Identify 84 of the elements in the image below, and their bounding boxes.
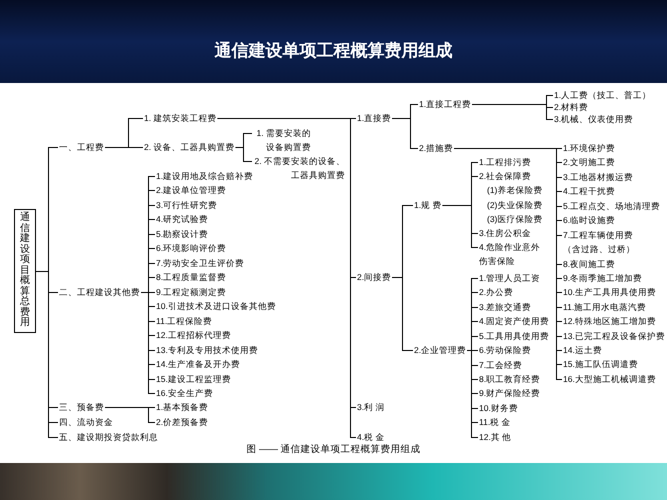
node-label: 2. 不需要安装的设备、工器具购置费	[252, 154, 346, 182]
node-label: 12.工程招标代理费	[155, 330, 232, 340]
node-label: 2.间接费	[356, 272, 392, 282]
node-label: 1.直接费	[356, 112, 392, 124]
node-label: 2.建设单位管理费	[155, 184, 228, 196]
node-label: 14.运土费	[562, 344, 603, 356]
node-label: 16.安全生产费	[155, 388, 214, 398]
node-label: 3.工地器材搬运费	[562, 172, 634, 182]
node-label: 12.其 他	[478, 432, 512, 442]
connector-line	[392, 118, 418, 149]
node-label: 3.机械、仪表使用费	[553, 114, 634, 124]
node-label: 10.引进技术及进口设备其他费	[155, 300, 277, 312]
node-label: 11.工程保险费	[155, 316, 214, 326]
node-label: 2.社会保障费	[478, 170, 532, 182]
node-label: 1.规 费	[413, 200, 442, 210]
node-label: 11.税 金	[478, 416, 512, 428]
node-label: 二、工程建设其他费	[58, 286, 141, 298]
node-label: 1.人工费（技工、普工）	[553, 90, 652, 100]
node-label: 1.工程排污费	[478, 156, 532, 168]
connector-line	[392, 277, 414, 351]
node-label: 6.环境影响评价费	[155, 242, 228, 254]
node-label: 1.建设用地及综合赔补费	[155, 170, 254, 182]
node-label: 7.劳动安全卫生评价费	[155, 258, 246, 268]
node-label: 1.直接工程费	[418, 98, 472, 110]
title: 通信建设单项工程概算费用组成	[214, 40, 452, 62]
node-label: 四、流动资金	[58, 416, 114, 428]
node-label: 5.工程点交、场地清理费	[562, 200, 662, 212]
node-label: 13.已完工程及设备保护费	[562, 330, 666, 342]
node-label: 9.财产保险经费	[478, 388, 542, 398]
node-label: 3.利 润	[356, 402, 386, 412]
sub-item-label: (2)失业保险费	[486, 200, 544, 210]
node-label: 10.财务费	[478, 402, 519, 414]
connector-line	[104, 407, 156, 423]
node-label: 2.措施费	[418, 142, 454, 154]
node-label: 9.冬雨季施工增加费	[562, 272, 644, 284]
caption: 图 —— 通信建设单项工程概算费用组成	[246, 444, 421, 456]
node-label: 三、预备费	[58, 402, 105, 412]
connector-line	[234, 147, 252, 162]
node-label: 10.生产工具用具使用费	[562, 286, 657, 298]
connector-line	[466, 350, 478, 438]
node-label: 4.固定资产使用费	[478, 316, 550, 326]
node-label: 4.工程干扰费	[562, 186, 616, 196]
node-label: 8.夜间施工费	[562, 258, 616, 270]
sub-item-label: (3)医疗保险费	[486, 214, 544, 225]
node-label: 1. 建筑安装工程费	[143, 112, 218, 124]
node-label: 5.工具用具使用费	[478, 330, 550, 342]
node-label: 3.差旅交通费	[478, 302, 532, 312]
node-label: 五、建设期投资贷款利息	[58, 432, 159, 442]
node-label: 8.职工教育经费	[478, 374, 542, 384]
sub-item-label: (1)养老保险费	[486, 185, 544, 196]
node-label: 7.工会经费	[478, 360, 524, 370]
node-label: 4.研究试验费	[155, 214, 210, 224]
node-label: 2. 设备、工器具购置费	[143, 142, 236, 152]
node-label: 15.施工队伍调遣费	[562, 358, 639, 370]
node-label: 13.专利及专用技术使用费	[155, 344, 259, 356]
node-label: 3.住房公积金	[478, 228, 532, 238]
node-label: 9.工程定额测定费	[155, 286, 228, 298]
node-label: 16.大型施工机械调遣费	[562, 374, 657, 384]
node-label: 2.企业管理费	[413, 344, 468, 356]
node-label: 5.勘察设计费	[155, 228, 210, 240]
node-label: 1. 需要安装的设备购置费	[252, 126, 312, 154]
connector-line	[442, 205, 478, 248]
root-box: 通信建设项目概算总费用	[14, 209, 36, 332]
node-label: 4.税 金	[356, 432, 386, 442]
node-label: 一、工程费	[58, 142, 105, 152]
connector-line	[472, 104, 554, 120]
node-label: 2.办公费	[478, 286, 514, 298]
node-label: 1.管理人员工资	[478, 272, 542, 284]
node-label: 8.工程质量监督费	[155, 272, 228, 282]
node-label: 2.材料费	[553, 102, 590, 112]
node-label: 1.环境保护费	[562, 142, 616, 154]
node-label: 6.劳动保险费	[478, 344, 532, 356]
node-label: 7.工程车辆使用费（含过路、过桥）	[562, 228, 636, 256]
connector-line	[104, 147, 144, 148]
node-label: 4.危险作业意外伤害保险	[478, 240, 546, 268]
node-label: 2.价差预备费	[155, 416, 210, 428]
node-label: 3.可行性研究费	[155, 200, 218, 210]
node-label: 6.临时设施费	[562, 214, 616, 226]
node-label: 11.施工用水电蒸汽费	[562, 302, 648, 312]
node-label: 12.特殊地区施工增加费	[562, 316, 657, 326]
node-label: 14.生产准备及开办费	[155, 358, 241, 370]
node-label: 1.基本预备费	[155, 402, 210, 412]
node-label: 2.文明施工费	[562, 156, 616, 168]
node-label: 15.建设工程监理费	[155, 374, 232, 384]
